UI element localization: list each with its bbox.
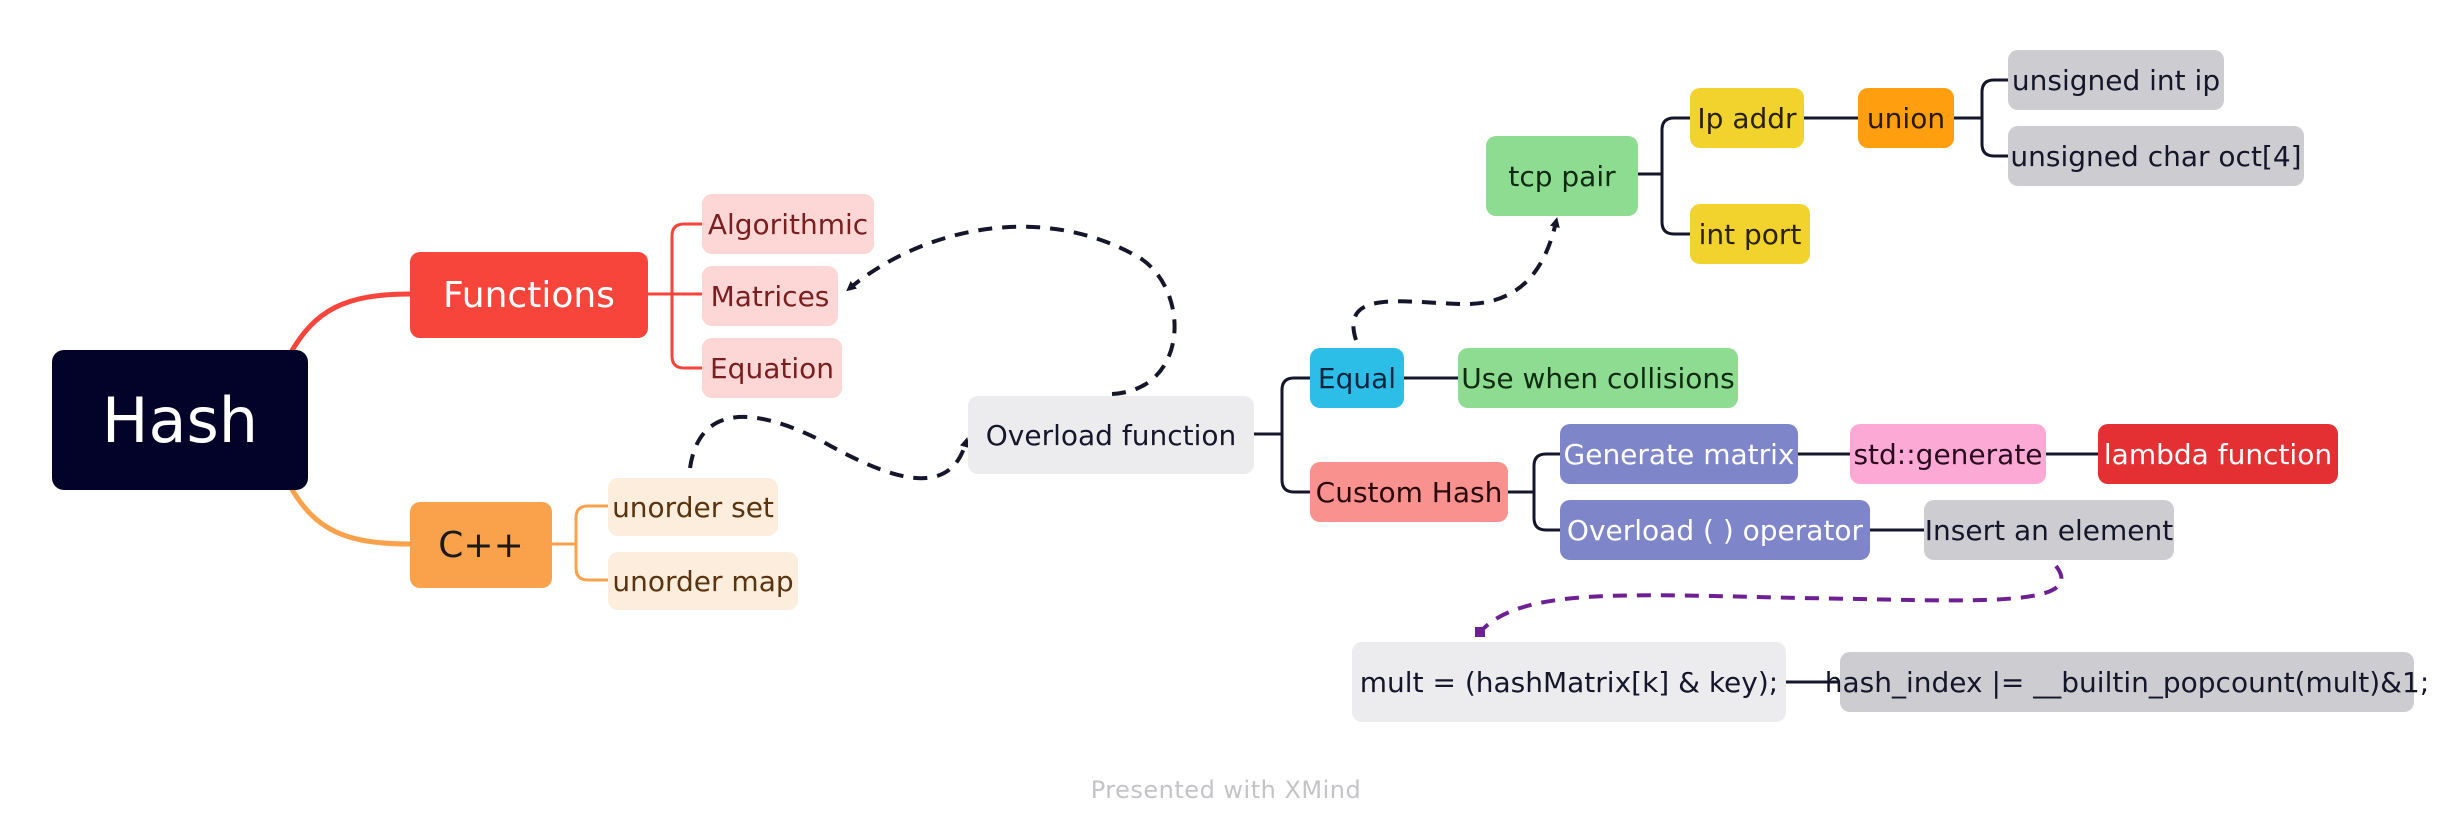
node-unsigned-char-oct[interactable]: unsigned char oct[4]	[2008, 126, 2304, 186]
branch-functions-label: Functions	[443, 274, 615, 316]
connector-cpp-children	[552, 504, 608, 582]
unsigned-int-ip-label: unsigned int ip	[2011, 63, 2221, 97]
root-node-hash[interactable]: Hash	[52, 350, 308, 490]
node-equal[interactable]: Equal	[1310, 348, 1404, 408]
overload-operator-label: Overload ( ) operator	[1566, 513, 1864, 547]
union-label: union	[1866, 101, 1946, 135]
functions-child-label: Algorithmic	[707, 207, 869, 241]
branch-cpp[interactable]: C++	[410, 502, 552, 588]
node-overload-operator[interactable]: Overload ( ) operator	[1560, 500, 1870, 560]
functions-child-equation[interactable]: Equation	[702, 338, 842, 398]
node-unsigned-int-ip[interactable]: unsigned int ip	[2008, 50, 2224, 110]
functions-child-matrices[interactable]: Matrices	[702, 266, 838, 326]
std-generate-label: std::generate	[1853, 437, 2043, 471]
node-tcp-pair[interactable]: tcp pair	[1486, 136, 1638, 216]
connector-overload-children	[1254, 376, 1310, 494]
custom-hash-label: Custom Hash	[1315, 475, 1503, 509]
cpp-child-unorder-set[interactable]: unorder set	[608, 478, 778, 536]
connector-root-functions	[287, 291, 411, 356]
relation-cpp-overload	[688, 414, 970, 481]
generate-matrix-label: Generate matrix	[1563, 437, 1795, 471]
node-custom-hash[interactable]: Custom Hash	[1310, 462, 1508, 522]
node-mult-line[interactable]: mult = (hashMatrix[k] & key);	[1352, 642, 1786, 722]
insert-element-label: Insert an element	[1924, 513, 2174, 547]
relation-insert-mult	[1475, 564, 2064, 637]
functions-child-label: Equation	[709, 351, 834, 385]
node-generate-matrix[interactable]: Generate matrix	[1560, 424, 1798, 484]
functions-child-label: Matrices	[710, 279, 830, 313]
ip-addr-label: Ip addr	[1697, 101, 1797, 135]
cpp-child-unorder-map[interactable]: unorder map	[608, 552, 798, 610]
node-insert-element[interactable]: Insert an element	[1924, 500, 2174, 560]
equal-label: Equal	[1317, 361, 1397, 395]
branch-cpp-label: C++	[438, 524, 524, 566]
branch-functions[interactable]: Functions	[410, 252, 648, 338]
connector-tcp-children	[1638, 116, 1690, 236]
int-port-label: int port	[1698, 217, 1802, 251]
node-int-port[interactable]: int port	[1690, 204, 1810, 264]
functions-child-algorithmic[interactable]: Algorithmic	[702, 194, 874, 254]
unsigned-char-oct-label: unsigned char oct[4]	[2010, 139, 2302, 173]
overload-function-label: Overload function	[985, 418, 1237, 452]
node-lambda-function[interactable]: lambda function	[2098, 424, 2338, 484]
cpp-child-label: unorder map	[612, 564, 794, 598]
node-hash-index-line[interactable]: hash_index |= __builtin_popcount(mult)&1…	[1825, 652, 2429, 712]
node-overload-function[interactable]: Overload function	[968, 396, 1254, 474]
relation-overload-matrices	[846, 224, 1177, 396]
connector-union-children	[1954, 78, 2008, 158]
node-ip-addr[interactable]: Ip addr	[1690, 88, 1804, 148]
connector-functions-children	[648, 222, 702, 370]
cpp-child-label: unorder set	[612, 490, 774, 524]
footer-presented-with: Presented with XMind	[1090, 776, 1362, 804]
use-when-collisions-label: Use when collisions	[1461, 361, 1735, 395]
root-label: Hash	[101, 383, 259, 457]
tcp-pair-label: tcp pair	[1508, 159, 1616, 193]
node-use-when-collisions[interactable]: Use when collisions	[1458, 348, 1738, 408]
hash-index-line-label: hash_index |= __builtin_popcount(mult)&1…	[1824, 665, 2430, 699]
relation-equal-tcp	[1351, 217, 1560, 341]
connector-customhash-children	[1508, 452, 1560, 532]
connector-root-cpp	[287, 484, 411, 547]
lambda-function-label: lambda function	[2103, 437, 2333, 471]
node-std-generate[interactable]: std::generate	[1850, 424, 2046, 484]
node-union[interactable]: union	[1858, 88, 1954, 148]
mult-line-label: mult = (hashMatrix[k] & key);	[1359, 665, 1779, 699]
